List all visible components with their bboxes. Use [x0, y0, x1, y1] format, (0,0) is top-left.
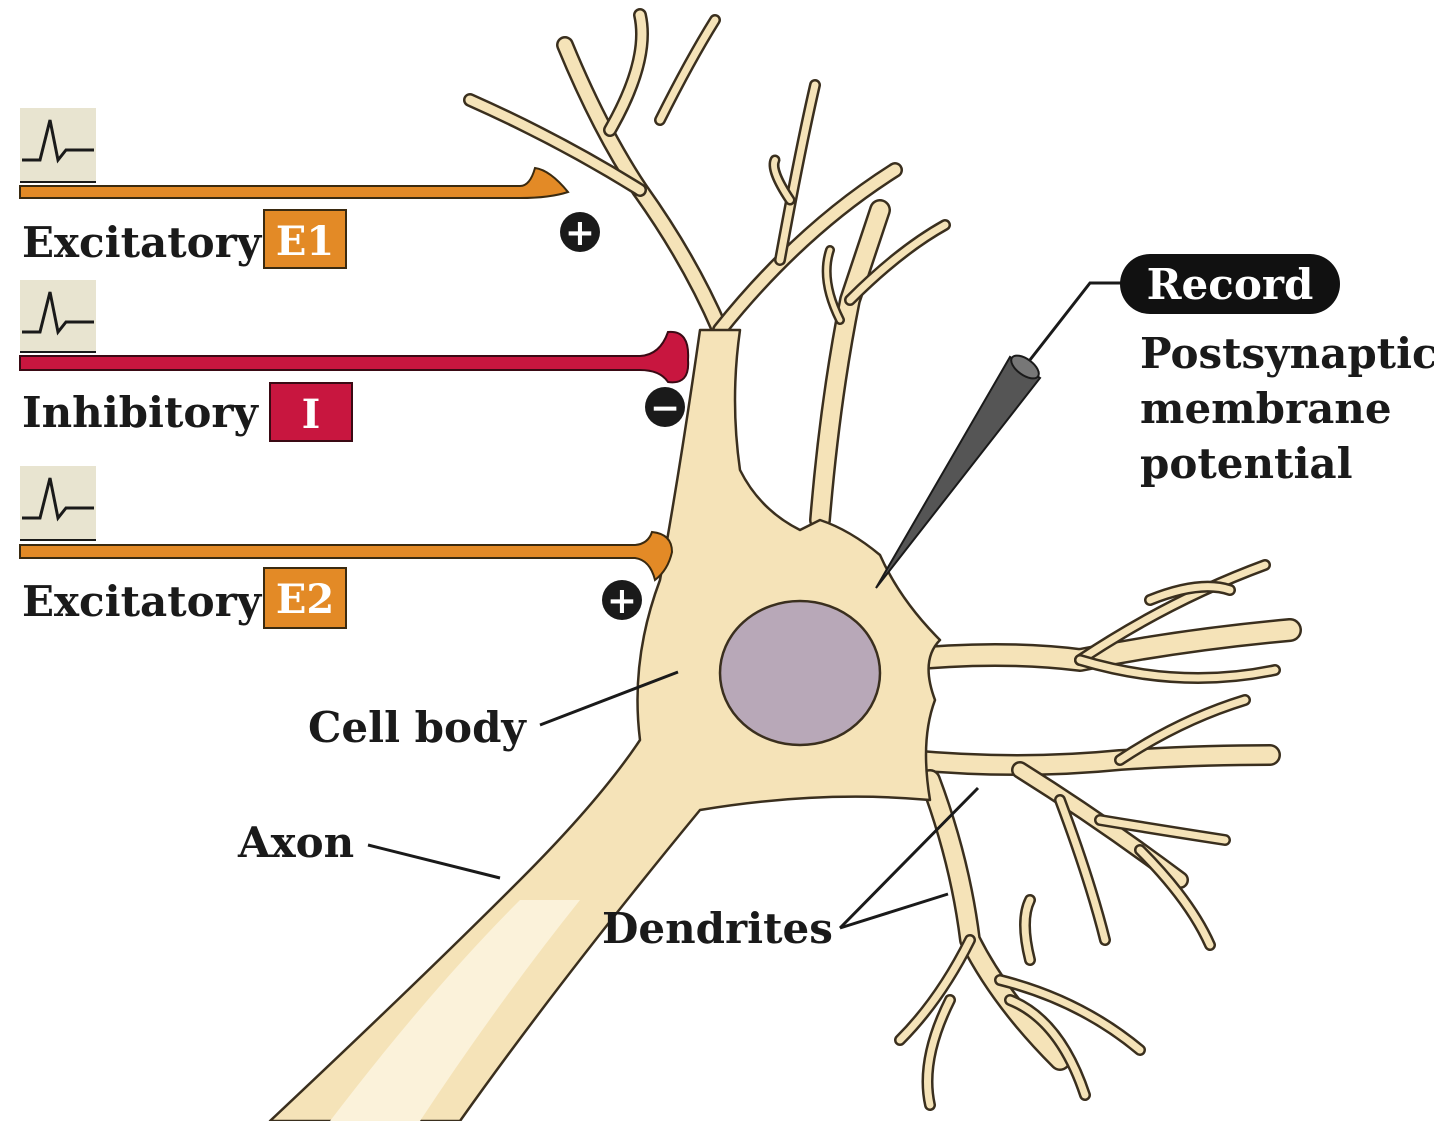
record-label: Record — [1147, 260, 1314, 309]
synapse-sign-label-e1: + — [565, 212, 595, 254]
nucleus — [720, 601, 880, 745]
input-e1: Excitatory E1 + — [20, 108, 600, 268]
recording-electrode: Record Postsynaptic membrane potential — [876, 254, 1434, 588]
input-label-e1: Excitatory — [22, 218, 263, 267]
label-axon: Axon — [237, 818, 354, 867]
record-description-line-3: potential — [1140, 439, 1353, 488]
input-e2: Excitatory E2 + — [20, 466, 672, 628]
trace-panel-e1 — [20, 108, 96, 182]
input-tag-e2: E2 — [276, 576, 334, 623]
trace-panel-e2 — [20, 466, 96, 540]
input-i: Inhibitory I − — [20, 280, 688, 441]
axon-terminal-e1 — [20, 168, 568, 198]
axon-terminal-i — [20, 332, 688, 382]
synapse-sign-label-e2: + — [607, 580, 637, 622]
input-tag-i: I — [302, 391, 321, 438]
input-label-i: Inhibitory — [22, 388, 260, 437]
label-cell-body: Cell body — [308, 703, 527, 752]
callout-axon: Axon — [237, 818, 500, 878]
input-tag-e1: E1 — [276, 218, 334, 265]
record-description-line-1: Postsynaptic — [1140, 329, 1434, 378]
record-description-line-2: membrane — [1140, 384, 1392, 433]
electrode-tip — [876, 357, 1040, 588]
input-label-e2: Excitatory — [22, 577, 263, 626]
callout-cell-body: Cell body — [308, 672, 678, 752]
trace-panel-i — [20, 280, 96, 352]
label-dendrites: Dendrites — [602, 904, 833, 953]
synapse-sign-label-i: − — [650, 387, 680, 429]
electrode-wire — [1026, 283, 1128, 365]
